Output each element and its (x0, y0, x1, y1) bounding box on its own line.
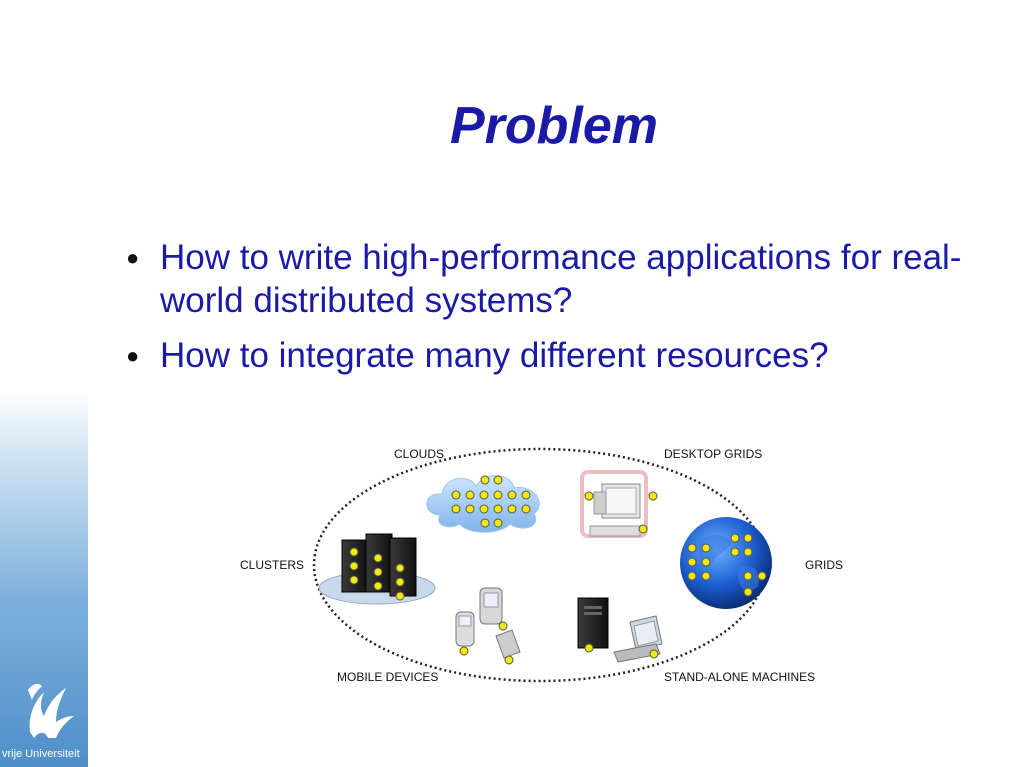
bullet-text: How to write high-performance applicatio… (160, 238, 962, 320)
university-name: vrije Universiteit (2, 748, 80, 760)
server-cluster-icon (318, 533, 436, 605)
university-griffin-logo-icon (28, 683, 74, 738)
bullet-item: ● How to write high-performance applicat… (124, 236, 1014, 322)
label-clouds: CLOUDS (394, 447, 444, 461)
bullet-text: How to integrate many different resource… (160, 336, 829, 375)
label-grids: GRIDS (805, 558, 843, 572)
globe-icon (680, 517, 772, 609)
bullet-item: ● How to integrate many different resour… (124, 334, 1014, 377)
bullet-dot-icon: ● (126, 343, 140, 368)
desktop-computer-icon (580, 470, 658, 538)
label-clusters: CLUSTERS (240, 558, 304, 572)
slide-title: Problem (449, 97, 659, 155)
bullet-list: ● How to write high-performance applicat… (124, 236, 1014, 389)
left-gradient-band (0, 390, 88, 767)
distributed-systems-diagram: CLOUDS DESKTOP GRIDS CLUSTERS GRIDS MOBI… (240, 447, 843, 684)
laptop-icon (613, 615, 663, 663)
cloud-icon (426, 475, 540, 533)
mobile-phone-icon (455, 587, 521, 665)
label-desktop-grids: DESKTOP GRIDS (664, 447, 762, 461)
label-mobile-devices: MOBILE DEVICES (337, 670, 438, 684)
label-stand-alone: STAND-ALONE MACHINES (664, 670, 815, 684)
bullet-dot-icon: ● (126, 245, 140, 270)
tower-pc-icon (577, 597, 609, 653)
